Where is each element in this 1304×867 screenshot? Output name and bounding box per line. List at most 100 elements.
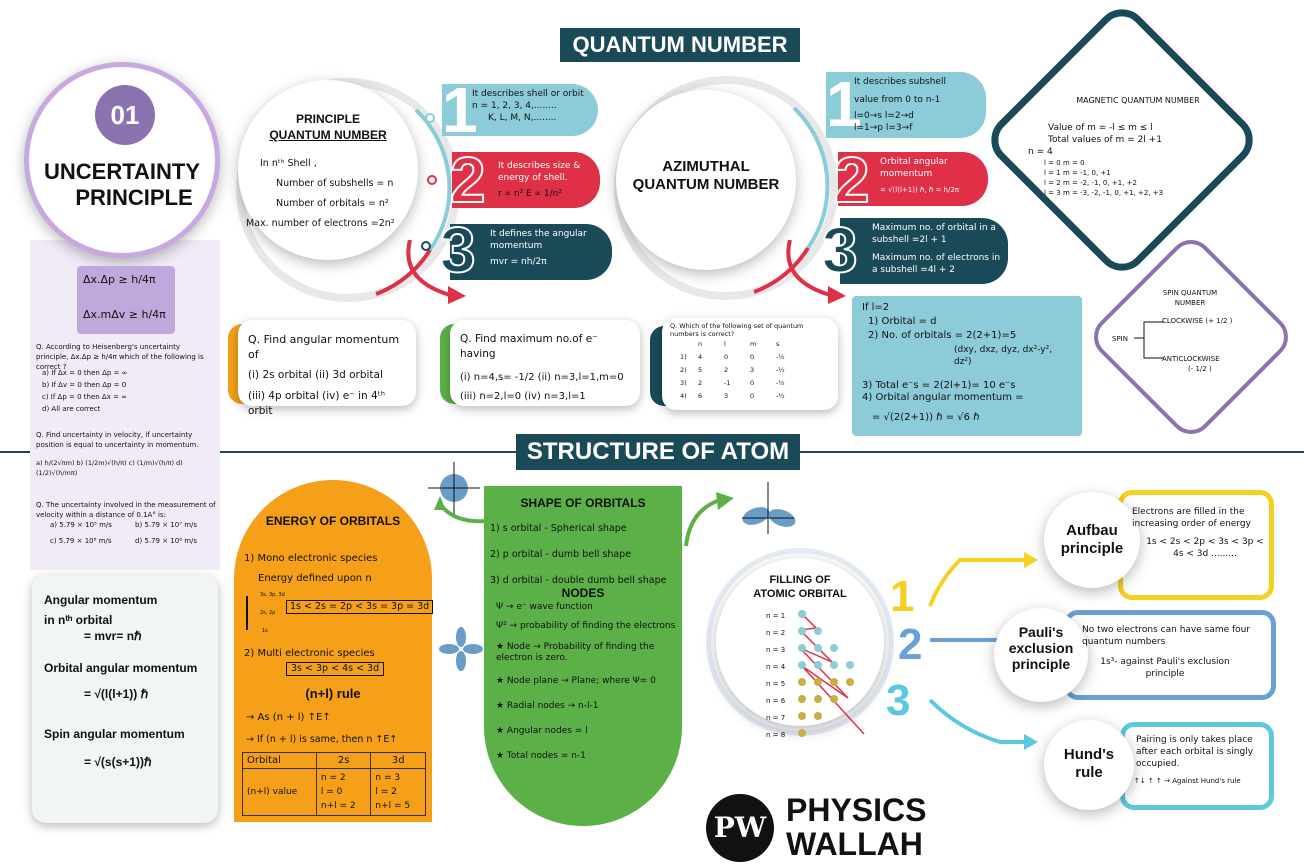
principle-lines: In nᵗʰ Shell , Number of subshells = n N… (246, 154, 430, 234)
uncertainty-q2: Q. Find uncertainty in velocity, if unce… (36, 431, 199, 449)
s-orbital-icon (428, 462, 480, 514)
answer-l7: = √(2(2+1)) ℏ = √6 ℏ (872, 412, 980, 423)
quantum-number-title: QUANTUM NUMBER (560, 28, 800, 62)
angular-l1: Angular momentum (44, 593, 158, 607)
magnetic-l1: Value of m = -l ≤ m ≤ l (1048, 123, 1153, 133)
principle-p3b: mvr = nh/2π (490, 257, 547, 267)
energy-level-3: 1s (262, 628, 268, 634)
aufbau-diagonal-diagram (798, 610, 865, 737)
uncertainty-q2-options: a) h/(2√πm) b) (1/2m)√(h/π) c) (1/m)√(h/… (36, 459, 183, 477)
qc-cell: -½ (776, 379, 785, 387)
structure-of-atom-title: STRUCTURE OF ATOM (516, 434, 800, 470)
principle-p3-text: It defines the angular momentum (490, 229, 587, 251)
pw-logo: PW (706, 794, 774, 862)
angular-l7: = √(s(s+1))ℏ (84, 755, 152, 769)
azimuthal-p1c: l=0→s l=2→d (854, 111, 914, 121)
energy-axis (246, 596, 248, 630)
energy-cell-line: l = 2 (375, 787, 397, 797)
principle-circle: PRINCIPLE QUANTUM NUMBER In nᵗʰ Shell , … (238, 80, 418, 260)
azimuthal-p1-text: It describes subshell (854, 77, 946, 87)
qc-head: n (698, 340, 703, 348)
qc-cell: 2 (724, 366, 729, 374)
azimuthal-p1d: l=1→p l=3→f (854, 123, 913, 133)
answer-l3: 2) No. of orbitals = 2(2+1)=5 (868, 330, 1017, 341)
pauli-name-3: principle (1011, 656, 1071, 672)
node-line: ★ Node plane → Plane; where Ψ= 0 (496, 676, 656, 686)
energy-r1: → As (n + l) ↑E↑ (246, 712, 331, 723)
hund-t1: Pairing is only takes place after each o… (1136, 735, 1254, 769)
hund-t2: ↑↓ ↑ ↑ → Against Hund's rule (1134, 777, 1241, 785)
energy-m4: 2) Multi electronic species (244, 648, 375, 659)
qb-b: (iii) n=2,l=0 (iv) n=3,l=1 (460, 391, 586, 402)
filling-level: n = 8 (766, 731, 786, 739)
principle-title-2: QUANTUM NUMBER (269, 128, 387, 142)
uncertainty-eq-1: Δx.Δp ≥ h/4π (83, 273, 156, 286)
azimuthal-p1b: value from 0 to n-1 (854, 95, 941, 105)
qc-cell: 4) (680, 392, 687, 400)
azimuthal-p2-text: Orbital angular momentum (880, 157, 948, 179)
magnetic-row: l = 2 m = -2, -1, 0, +1, +2 (1044, 179, 1137, 187)
qc-question: Q. Which of the following set of quantum… (670, 322, 804, 338)
hund-name-2: rule (1075, 764, 1103, 781)
nodes-title: NODES (561, 586, 605, 600)
qc-cell: 0 (750, 379, 755, 387)
spin-clockwise: CLOCKWISE (+ 1/2 ) (1162, 317, 1233, 325)
p-orbital-icon (742, 482, 796, 534)
aufbau-t1: Electrons are filled in the increasing o… (1132, 507, 1251, 529)
nodes-list: Ψ → e⁻ wave function Ψ² → probability of… (496, 602, 676, 762)
energy-title: ENERGY OF ORBITALS (265, 514, 401, 528)
magnetic-lines: Value of m = -l ≤ m ≤ l Total values of … (1028, 122, 1268, 198)
magnetic-row: l = 1 m = -1, 0, +1 (1044, 169, 1111, 177)
aufbau-t2: 1s < 2s < 2p < 3s < 3p < 4s < 3d .......… (1146, 537, 1264, 559)
aufbau-name-2: principle (1060, 540, 1124, 557)
shape-s: 1) s orbital - Spherical shape (490, 523, 627, 534)
azimuthal-p3b: Maximum no. of electrons in a subshell =… (872, 253, 1001, 275)
answer-l5: 3) Total e⁻s = 2(2l+1)= 10 e⁻s (862, 380, 1016, 391)
qc-cell: 2) (680, 366, 687, 374)
principle-line: In nᵗʰ Shell , (260, 158, 317, 169)
azimuthal-p3: Maximum no. of orbital in a subshell =2l… (872, 222, 1006, 276)
filling-level: n = 5 (766, 680, 786, 688)
filling-level: n = 2 (766, 629, 786, 637)
node-line: ★ Angular nodes = l (496, 726, 588, 736)
energy-cell-line: n+l = 2 (320, 801, 356, 811)
arrow-icon (786, 240, 846, 304)
principle-p3: It defines the angular momentum mvr = nh/… (490, 228, 610, 268)
energy-cell-line: n+l = 5 (375, 801, 411, 811)
number-3-icon: 3 (886, 676, 911, 725)
qc-cell: 5 (698, 366, 703, 374)
qc-cell: 1) (680, 353, 687, 361)
filling-level: n = 3 (766, 646, 786, 654)
energy-m5: 3s < 3p < 4s < 3d (286, 662, 385, 676)
principle-p1-text: It describes shell or orbit (472, 89, 584, 99)
magnetic-content: MAGNETIC QUANTUM NUMBER (1040, 96, 1236, 106)
answer-l1: If l=2 (862, 302, 890, 313)
qc-cell: 3 (750, 366, 755, 374)
option: c) 5.79 × 10⁸ m/s (50, 537, 112, 545)
uncertainty-equations: Δx.Δp ≥ h/4π Δx.mΔv ≥ h/4π (77, 266, 175, 334)
arrow-icon (406, 240, 466, 304)
number-1-icon: 1 (442, 74, 478, 146)
hund-circle: Hund's rule (1044, 720, 1134, 810)
angular-l3: = mvr= nℏ (84, 629, 142, 643)
hund-name-1: Hund's (1063, 746, 1115, 763)
uncertainty-q1-options: a) If Δx = 0 then Δp = ∞ b) If Δv = 0 th… (42, 368, 212, 414)
principle-p2b: r ∝ n² E ∝ 1/n² (498, 189, 562, 199)
connector-lines (928, 552, 1038, 750)
node-line: ★ Total nodes = n-1 (496, 751, 586, 761)
uncertainty-title-2: PRINCIPLE (75, 185, 193, 210)
uncertainty-title-1: UNCERTAINTY (43, 159, 201, 184)
option: b) If Δv = 0 then Δp = 0 (42, 381, 127, 389)
spin-anticlockwise-value: (- 1/2 ) (1188, 365, 1212, 373)
filling-level: n = 6 (766, 697, 786, 705)
qc-cell: -1 (724, 379, 731, 387)
azimuthal-title-2: QUANTUM NUMBER (632, 176, 780, 193)
qc-cell: 0 (750, 392, 755, 400)
number-1-icon: 1 (826, 68, 862, 140)
angular-l4: Orbital angular momentum (44, 661, 198, 675)
angular-l6: Spin angular momentum (44, 727, 185, 741)
magnetic-l3: n = 4 (1028, 147, 1053, 157)
